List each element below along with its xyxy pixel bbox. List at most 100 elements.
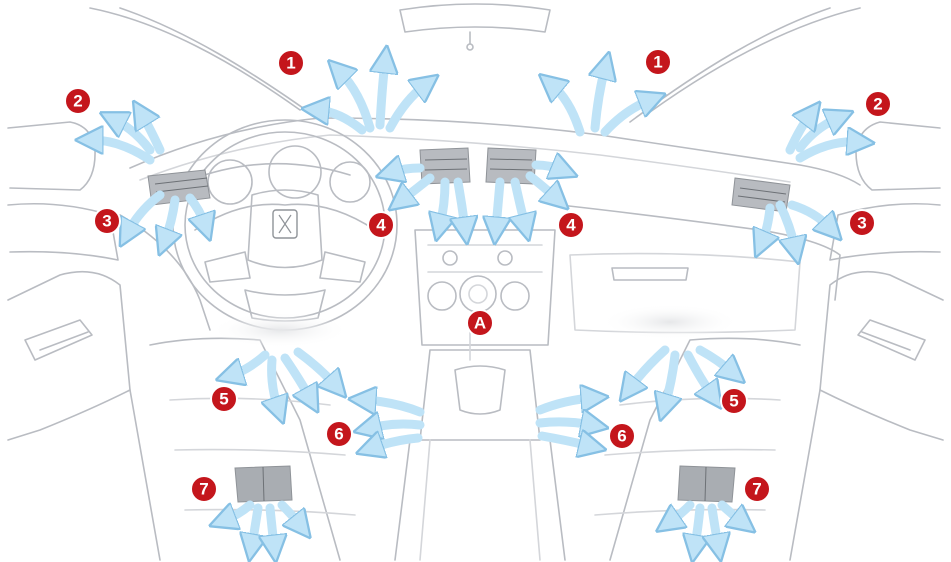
numbered-callout-icon: 4 xyxy=(368,212,394,238)
numbered-callout-icon: 6 xyxy=(326,421,352,447)
tunnel-right-inner xyxy=(530,440,540,560)
console-dial-left xyxy=(428,282,456,310)
mirror-mount xyxy=(467,44,473,50)
gear-lever-area xyxy=(455,366,505,414)
tunnel-left-edge xyxy=(395,440,410,560)
airflow-arrow-icon xyxy=(380,62,385,125)
rear-view-mirror xyxy=(400,4,550,32)
numbered-callout-icon: 4 xyxy=(558,212,584,238)
airflow-arrow-icon xyxy=(440,182,445,225)
airflow-arrow-icon xyxy=(792,205,830,228)
airflow-arrow-icon xyxy=(390,85,425,128)
right-floor-line-2 xyxy=(605,450,775,455)
right-a-pillar-line xyxy=(650,8,860,112)
numbered-callout-icon: 3 xyxy=(849,210,875,236)
airflow-arrow-icon xyxy=(402,178,430,200)
airflow-arrow-icon xyxy=(496,182,500,228)
airflow-arrow-icon xyxy=(225,505,250,520)
airflow-arrow-icon xyxy=(252,508,258,545)
airflow-arrow-icon xyxy=(630,350,665,388)
marker-label: 6 xyxy=(617,427,626,446)
marker-label: 3 xyxy=(102,212,111,231)
numbered-callout-icon: 5 xyxy=(211,386,237,412)
airflow-arrow-icon xyxy=(552,85,580,132)
airflow-arrow-icon xyxy=(540,398,592,410)
left-door-panel xyxy=(8,272,130,440)
marker-label: 5 xyxy=(219,390,228,409)
airflow-arrow-icon xyxy=(595,68,605,128)
right-door-mirror xyxy=(856,122,940,190)
left-a-pillar-line xyxy=(90,8,300,110)
right-seat-side xyxy=(790,390,820,560)
airflow-arrow-icon xyxy=(700,350,732,372)
airflow-arrow-icon xyxy=(285,358,310,398)
airflow-arrow-icon xyxy=(128,195,160,232)
airflow-arrow-icon xyxy=(780,205,795,248)
marker-label: 1 xyxy=(286,54,295,73)
numbered-callout-icon: 7 xyxy=(744,476,770,502)
numbered-callout-icon: 7 xyxy=(191,476,217,502)
airflow-arrow-icon xyxy=(282,505,300,525)
numbered-callout-icon: 1 xyxy=(278,50,304,76)
airflow-arrow-icon xyxy=(372,438,418,448)
marker-label: 7 xyxy=(752,480,761,499)
left-footwell-shade xyxy=(210,312,350,348)
airflow-arrow-icon xyxy=(270,508,274,546)
console-dial-center xyxy=(460,276,496,312)
steering-wheel-logo-icon xyxy=(273,210,297,238)
right-door-frame xyxy=(830,204,940,260)
airflow-arrow-icon xyxy=(688,355,712,395)
console-knob-left xyxy=(443,251,457,265)
console-dial-right xyxy=(501,282,529,310)
marker-label: 2 xyxy=(873,95,882,114)
console-dial-center-inner xyxy=(469,285,487,303)
left-seat-side xyxy=(130,390,160,560)
glovebox-handle xyxy=(612,268,688,280)
marker-label: 6 xyxy=(334,425,343,444)
numbered-callout-icon: 3 xyxy=(94,208,120,234)
numbered-callout-icon: 1 xyxy=(645,49,671,75)
airflow-arrow-icon xyxy=(515,182,525,225)
gear-surround xyxy=(420,350,540,440)
tunnel-right-edge xyxy=(550,440,565,560)
airflow-arrow-icon xyxy=(762,208,770,242)
numbered-callout-icon: 6 xyxy=(609,423,635,449)
left-gauge xyxy=(208,160,252,204)
marker-label: 3 xyxy=(857,214,866,233)
airflow-arrows xyxy=(92,62,858,546)
airflow-arrow-icon xyxy=(722,505,742,522)
steering-right-controls xyxy=(320,252,365,282)
left-floor-line-2 xyxy=(175,450,345,455)
marker-label: 5 xyxy=(729,392,738,411)
right-door-panel xyxy=(820,272,943,440)
numbered-callout-icon: 2 xyxy=(865,91,891,117)
left-door-mirror xyxy=(8,122,95,190)
vent-rear-right xyxy=(678,466,735,502)
steering-left-controls xyxy=(205,252,250,282)
airflow-arrow-icon xyxy=(665,355,675,405)
airflow-arrow-icon xyxy=(232,355,265,375)
airflow-arrow-icon xyxy=(670,505,690,522)
airflow-arrow-icon xyxy=(536,165,562,170)
right-footwell-shade xyxy=(600,304,740,340)
marker-label: 2 xyxy=(73,92,82,111)
tunnel-left-inner xyxy=(420,440,430,560)
airflow-arrow-icon xyxy=(695,508,700,546)
interior-line-art xyxy=(8,4,943,560)
right-floor-line-1 xyxy=(620,398,780,405)
airflow-arrow-icon xyxy=(272,360,278,408)
marker-label: A xyxy=(474,314,486,333)
right-door-handle xyxy=(858,320,925,360)
marker-label: 1 xyxy=(653,53,662,72)
marker-label: 4 xyxy=(376,216,386,235)
airflow-arrow-icon xyxy=(392,168,420,172)
airflow-arrow-icon xyxy=(605,100,650,132)
left-door-handle xyxy=(25,320,92,360)
numbered-callout-icon: 5 xyxy=(721,388,747,414)
airflow-arrow-icon xyxy=(458,182,465,228)
numbered-callout-icon: A xyxy=(467,310,493,336)
airflow-arrow-icon xyxy=(530,176,556,198)
marker-label: 7 xyxy=(199,480,208,499)
